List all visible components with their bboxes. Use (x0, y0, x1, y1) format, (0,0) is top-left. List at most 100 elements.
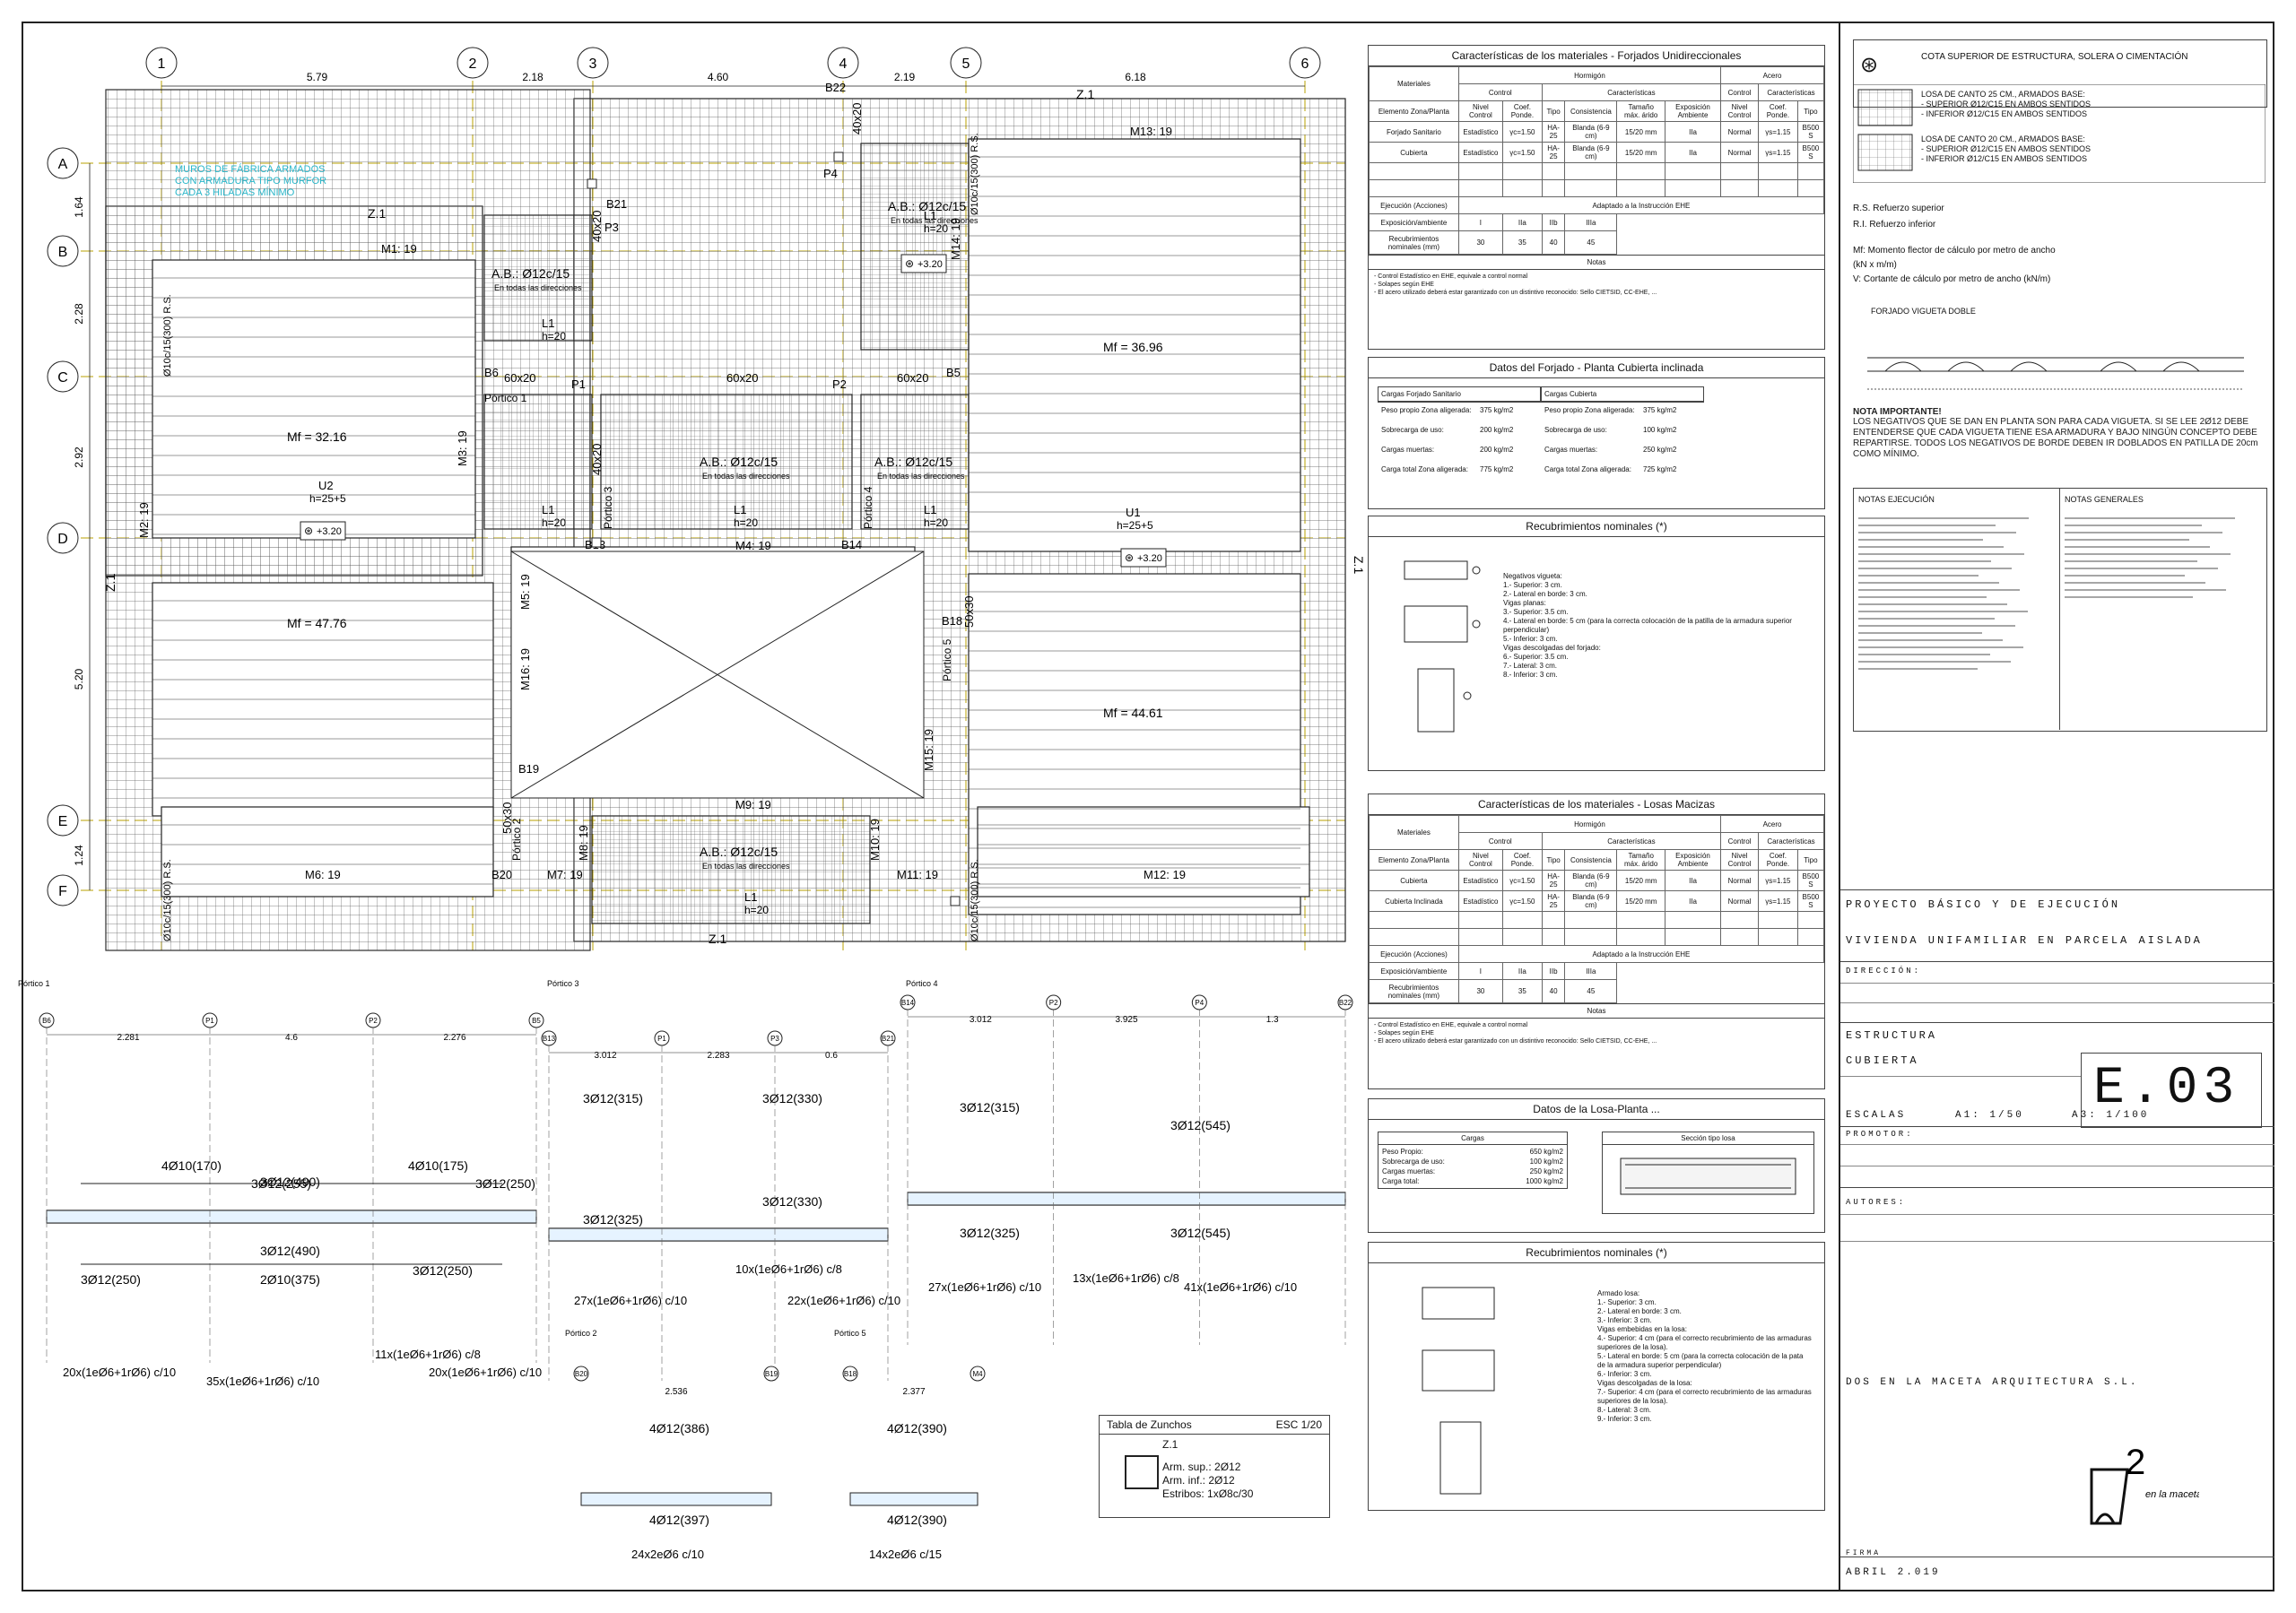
portico-node-bubble (1046, 994, 1062, 1010)
subheader-cell: Tipo (1541, 849, 1566, 871)
portico-node-label: B18 (844, 1370, 857, 1378)
portico-node-bubble (900, 994, 916, 1010)
hdr-acero: Acero (1720, 815, 1824, 833)
portico-node-label: B21 (882, 1035, 895, 1043)
h20-label: h=20 (542, 330, 566, 343)
portico-label: Pórtico 4 (862, 486, 874, 529)
forjados-note: - Control Estadístico en EHE, equivale a… (1374, 273, 1528, 280)
l1-label: L1 (924, 209, 936, 222)
material-cell: Cubierta (1369, 142, 1459, 163)
recub1-line: Vigas planas: (1503, 599, 1546, 607)
fabric-wall-note: MUROS DE FÁBRICA ARMADOS (175, 163, 325, 175)
portico-node-bubble (767, 1030, 783, 1046)
recub2-line: 2.- Lateral en borde: 3 cm. (1597, 1307, 1682, 1315)
forjados-notes-title: Notas (1369, 255, 1824, 269)
portico-node-label: B13 (543, 1035, 556, 1043)
portico4-stirrups: 27x(1eØ6+1rØ6) c/10 (928, 1280, 1041, 1294)
portico2-stirrups: 24x2eØ6 c/10 (631, 1548, 704, 1561)
edge-rebar-label: Ø10c/15(300) R.S. (970, 859, 980, 941)
level-mark-icon: ⊛ (1860, 53, 1879, 77)
subheader-cell: Tamaño máx. árido (1616, 849, 1665, 871)
grid-bubble (950, 47, 982, 79)
load-cell: Peso propio Zona aligerada: (1544, 406, 1635, 414)
portico-span-dim: 2.283 (707, 1051, 729, 1061)
legend-losa20-line: LOSA DE CANTO 20 CM., ARMADOS BASE: (1921, 134, 2085, 143)
pillar-label: B18 (942, 614, 962, 628)
cover-cell: 30 (1457, 979, 1504, 1003)
slab-reinforcement-label: A.B.: Ø12c/15 (888, 199, 966, 213)
portico3-bottom-rebar: 3Ø12(330) (762, 1194, 822, 1209)
material-cell: Blanda (6-9 cm) (1564, 890, 1618, 912)
portico-node-bubble (39, 1012, 55, 1028)
grid-dim: 5.20 (73, 668, 85, 689)
legend-cota: COTA SUPERIOR DE ESTRUCTURA, SOLERA O CI… (1921, 52, 2188, 62)
portico-span-dim: 3.925 (1115, 1015, 1137, 1025)
cover-cell: 35 (1502, 230, 1543, 255)
svg-text:2: 2 (2126, 1443, 2145, 1482)
grid-dim: 2.92 (73, 447, 85, 468)
portico-node-bubble (842, 1366, 858, 1382)
pillar-label: B5 (946, 366, 961, 379)
material-cell: B500 S (1796, 890, 1825, 912)
cover-cell: 45 (1564, 230, 1618, 255)
subheader-cell: Elemento Zona/Planta (1369, 100, 1459, 122)
material-cell: B500 S (1796, 870, 1825, 891)
portico4-stirrups: 13x(1eØ6+1rØ6) c/8 (1073, 1271, 1179, 1285)
recub2-line: Vigas embebidas en la losa: (1597, 1325, 1687, 1333)
load-cell: Sobrecarga de uso: (1381, 426, 1444, 434)
subheader-cell: Tipo (1796, 100, 1825, 122)
cover-cell: 45 (1564, 979, 1618, 1003)
notas-generales-lines (2065, 517, 2235, 598)
beam-body (548, 1227, 889, 1242)
forjados-note: - Solapes según EHE (1374, 282, 1434, 288)
portico1-stirrups: 35x(1eØ6+1rØ6) c/10 (206, 1375, 319, 1388)
hdr-hormigon: Hormigón (1457, 815, 1722, 833)
grid-bubble (457, 47, 489, 79)
portico-span-dim: 2.276 (443, 1033, 465, 1043)
grid-dim: 2.19 (894, 71, 916, 83)
recub1-title: Recubrimientos nominales (*) (1369, 516, 1824, 537)
level-tag (900, 254, 947, 273)
portico-node-bubble (202, 1012, 218, 1028)
zuncho-sup: Arm. sup.: 2Ø12 (1162, 1461, 1241, 1473)
material-cell: Blanda (6-9 cm) (1564, 121, 1618, 143)
legend-v: V: Cortante de cálculo por metro de anch… (1853, 274, 2051, 284)
legend-hatch (1853, 84, 2266, 183)
pillar-marker (591, 537, 602, 548)
load-cell: 775 kg/m2 (1480, 465, 1514, 473)
zuncho-label: Z.1 (1352, 556, 1363, 574)
recub1-line: 3.- Superior: 3.5 cm. (1503, 608, 1569, 616)
recub2-line: 7.- Superior: 4 cm (para el correcto rec… (1597, 1388, 1812, 1405)
slab-reinforcement-label: A.B.: Ø12c/15 (874, 455, 952, 469)
portico3-stirrups: 22x(1eØ6+1rØ6) c/10 (787, 1294, 900, 1307)
beam-label: M5: 19 (518, 574, 532, 610)
subheader-cell: Tamaño máx. árido (1616, 100, 1665, 122)
slab-load-cell: Sobrecarga de uso: (1382, 1158, 1445, 1166)
section-label: 60x20 (726, 371, 758, 385)
pillar-label: P1 (571, 377, 586, 391)
h20-label: h=20 (924, 516, 948, 529)
material-cell: B500 S (1796, 121, 1825, 143)
portico3-top-rebar: 3Ø12(330) (762, 1091, 822, 1106)
beam-label: M9: 19 (735, 798, 771, 811)
material-cell: Normal (1720, 121, 1760, 143)
recub2-line: 1.- Superior: 3 cm. (1597, 1298, 1657, 1306)
slab-load-row: Peso Propio:650 kg/m2 (1382, 1147, 1563, 1157)
pillar-label: B22 (825, 81, 846, 94)
recub1-line: Vigas descolgadas del forjado: (1503, 644, 1601, 652)
portico-node-label: P3 (770, 1035, 779, 1043)
h20-label: h=20 (744, 904, 769, 916)
portico-label: Pórtico 3 (602, 486, 614, 529)
legend-losa25-line: LOSA DE CANTO 25 CM., ARMADOS BASE: (1921, 90, 2085, 99)
losas-note: - Control Estadístico en EHE, equivale a… (1374, 1022, 1528, 1028)
exposure-cell: IIa (1502, 962, 1543, 980)
losas-title: Características de los materiales - Losa… (1369, 794, 1824, 815)
subheader-cell: Coef. Ponde. (1758, 849, 1798, 871)
level-tag (1120, 548, 1167, 568)
section-label: 60x20 (504, 371, 535, 385)
subheader-cell: Consistencia (1564, 100, 1618, 122)
subheader-cell: Tipo (1796, 849, 1825, 871)
subheader-cell: Coef. Ponde. (1758, 100, 1798, 122)
portico-node-label: B14 (901, 999, 915, 1007)
